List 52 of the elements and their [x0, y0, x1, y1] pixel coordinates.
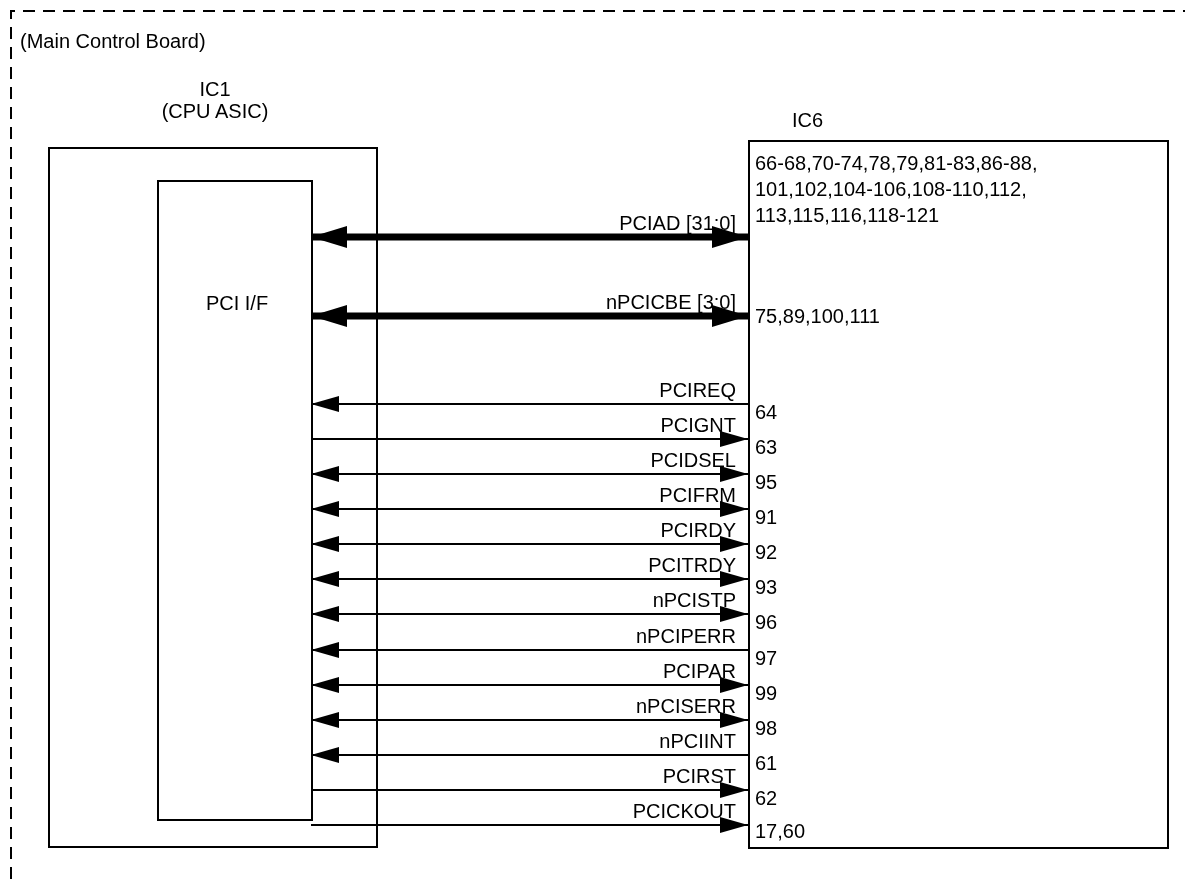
- signal-name: PCITRDY: [648, 554, 736, 576]
- signal-name: PCIREQ: [659, 379, 736, 401]
- pin-numbers: 95: [755, 470, 778, 495]
- signal-name: PCIRDY: [660, 519, 736, 541]
- signal-name: PCIRST: [662, 765, 736, 787]
- signal-name: nPCIINT: [659, 730, 736, 752]
- pin-numbers: 64: [755, 400, 778, 425]
- signal-name: PCIDSEL: [650, 449, 736, 471]
- signal-arrow: [310, 747, 749, 763]
- pin-numbers: 93: [755, 575, 778, 600]
- pin-numbers: 63: [755, 435, 778, 460]
- signal-name: nPCISERR: [635, 695, 736, 717]
- pin-numbers: 98: [755, 716, 778, 741]
- pin-numbers: 91: [755, 505, 778, 530]
- bus-arrow: [311, 305, 748, 327]
- pin-numbers: 62: [755, 786, 778, 811]
- pin-numbers: 92: [755, 540, 778, 565]
- chip-description: (CPU ASIC): [161, 100, 269, 122]
- signal-name: PCIGNT: [660, 414, 736, 436]
- chip-name: IC1: [199, 78, 231, 100]
- pin-numbers: 61: [755, 751, 778, 776]
- signal-arrow: [310, 817, 749, 833]
- signal-arrow: [310, 466, 749, 482]
- interface-block: [157, 180, 313, 821]
- signal-arrow: [310, 712, 749, 728]
- signal-name: PCIFRM: [659, 484, 736, 506]
- signal-name: nPCISTP: [652, 589, 736, 611]
- pin-numbers: 99: [755, 681, 778, 706]
- pin-numbers: 17,60: [755, 819, 806, 844]
- pin-numbers: 66-68,70-74,78,79,81-83,86-88, 101,102,104-106,108-110,112, 113,115,116,118-121: [755, 151, 1038, 228]
- block-label: PCI I/F: [205, 292, 269, 314]
- pin-numbers: 75,89,100,111: [755, 304, 880, 329]
- signal-arrow: [310, 606, 749, 622]
- pin-numbers: 97: [755, 646, 778, 671]
- signal-name: PCIPAR: [663, 660, 736, 682]
- chip-name: IC6: [792, 109, 824, 131]
- board-outline: [10, 10, 1185, 879]
- signal-arrow: [310, 396, 749, 412]
- signal-arrow: [310, 677, 749, 693]
- signal-arrow: [310, 501, 749, 517]
- signal-arrow: [310, 536, 749, 552]
- signal-arrow: [310, 571, 749, 587]
- signal-name: nPCIPERR: [635, 625, 736, 647]
- signal-name: nPCICBE [3:0]: [605, 291, 736, 313]
- bus-arrow: [311, 226, 748, 248]
- signal-arrow: [310, 782, 749, 798]
- signal-name: PCICKOUT: [632, 800, 736, 822]
- pin-numbers: 96: [755, 610, 778, 635]
- board-title: (Main Control Board): [20, 30, 206, 52]
- signal-arrow: [310, 431, 749, 447]
- signal-arrow: [310, 642, 749, 658]
- signal-name: PCIAD [31:0]: [619, 212, 736, 234]
